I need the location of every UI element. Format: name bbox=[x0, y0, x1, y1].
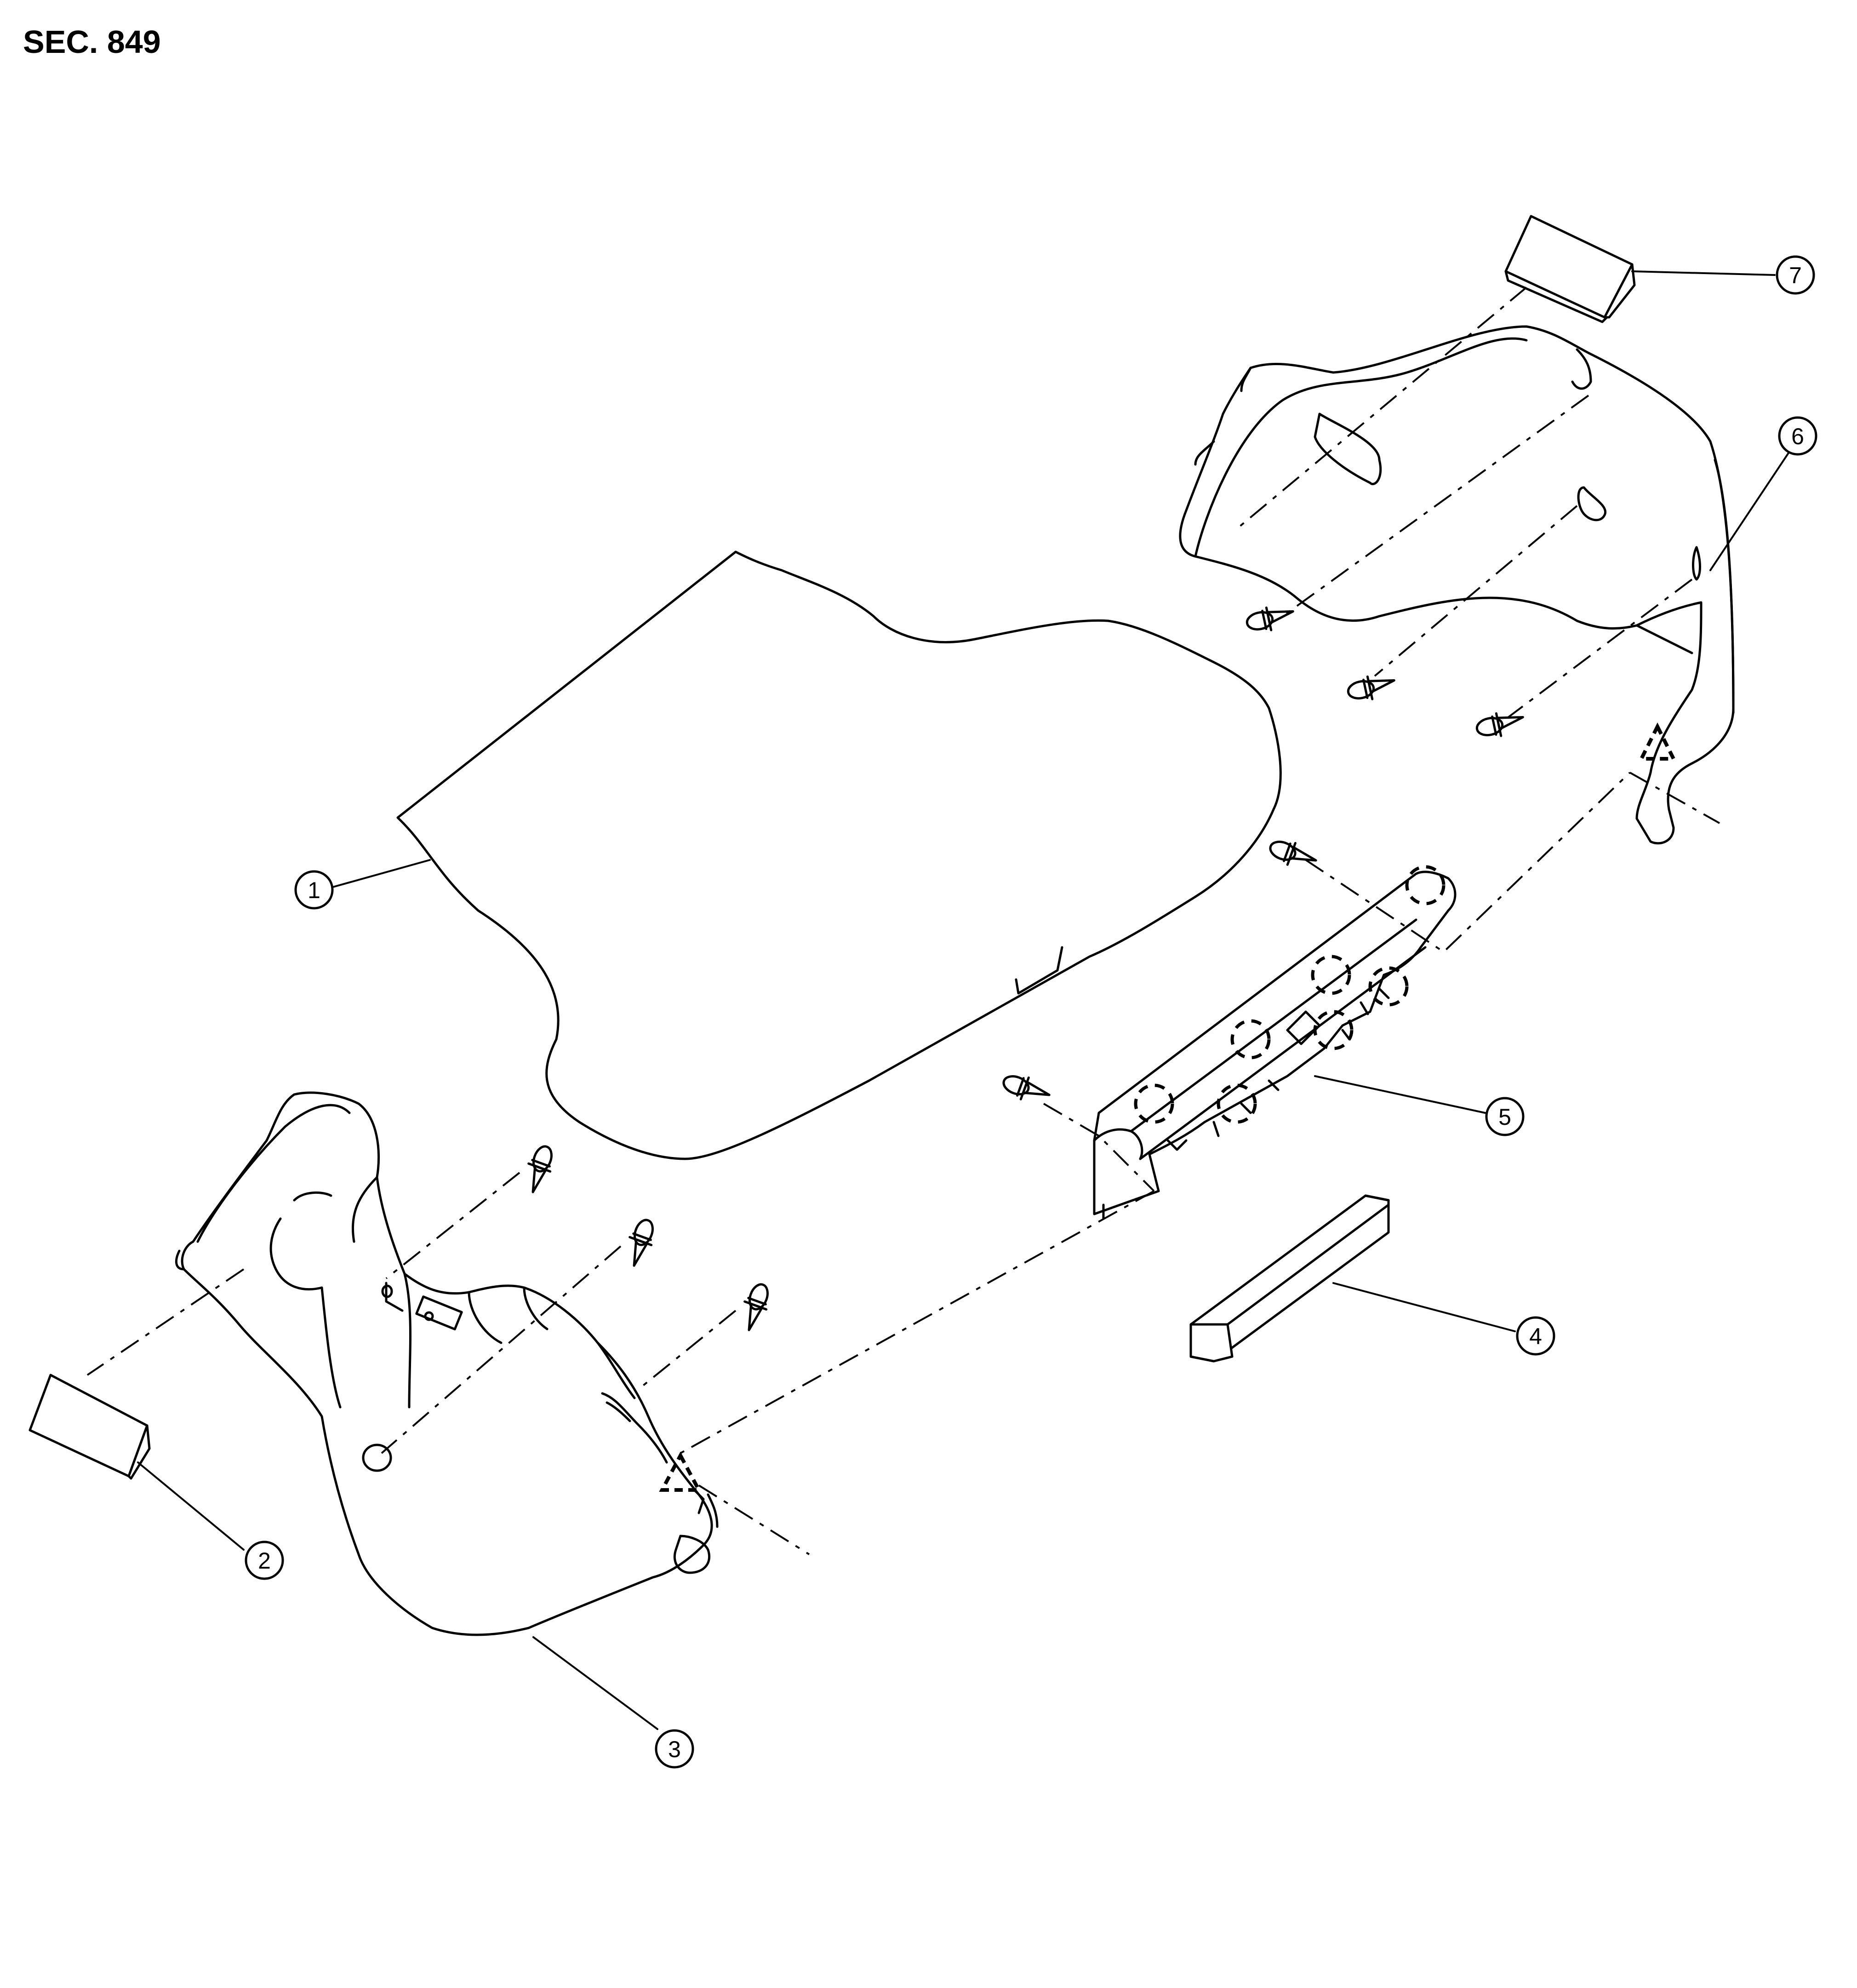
part-5-rear-plate bbox=[1093, 871, 1457, 1220]
alignment-lines bbox=[86, 286, 1720, 1555]
part-7-block bbox=[1504, 215, 1636, 323]
callout-4: 4 bbox=[1516, 1316, 1555, 1356]
pawl-location-markers bbox=[659, 722, 1677, 1492]
part-6-trunk-finisher-rh bbox=[1179, 325, 1735, 845]
callout-2: 2 bbox=[245, 1541, 284, 1580]
callout-2-label: 2 bbox=[258, 1548, 271, 1574]
clip-6 bbox=[527, 1145, 553, 1193]
callout-6: 6 bbox=[1778, 416, 1817, 456]
callout-7-label: 7 bbox=[1789, 263, 1802, 288]
clip-5 bbox=[1002, 1075, 1051, 1100]
callout-7: 7 bbox=[1776, 255, 1815, 295]
callout-1-label: 1 bbox=[308, 877, 320, 903]
callout-6-label: 6 bbox=[1791, 424, 1804, 449]
section-label: SEC. 849 bbox=[23, 24, 161, 60]
callout-5-label: 5 bbox=[1498, 1104, 1511, 1130]
part-3-trunk-finisher-lh bbox=[175, 1091, 719, 1636]
callout-1: 1 bbox=[294, 870, 334, 910]
part-4-trim-strip bbox=[1189, 1194, 1390, 1363]
callout-3-label: 3 bbox=[668, 1736, 681, 1762]
callout-4-label: 4 bbox=[1529, 1323, 1542, 1349]
clip-3 bbox=[1475, 712, 1524, 737]
part-1-trunk-floor-board bbox=[396, 550, 1282, 1160]
callout-5: 5 bbox=[1485, 1097, 1525, 1136]
clip-4 bbox=[1269, 841, 1317, 866]
clip-8 bbox=[743, 1283, 769, 1331]
clip-7 bbox=[629, 1219, 654, 1267]
clip-location-markers bbox=[1134, 865, 1446, 1124]
clip-2 bbox=[1347, 675, 1395, 700]
callout-3: 3 bbox=[655, 1729, 694, 1769]
clip-1 bbox=[1246, 606, 1294, 631]
part-2-block bbox=[29, 1374, 151, 1480]
leader-lines bbox=[137, 270, 1789, 1730]
